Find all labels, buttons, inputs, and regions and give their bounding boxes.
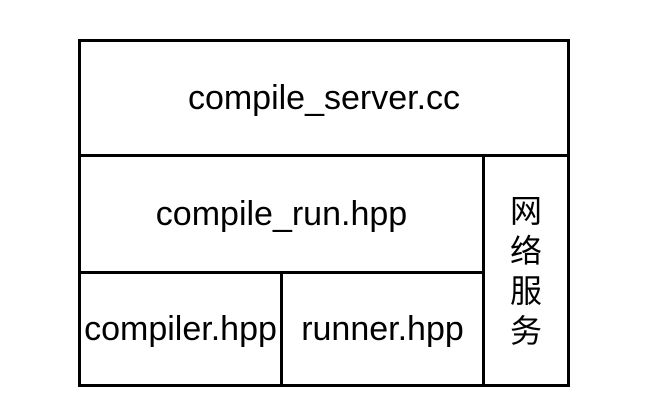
diagram-left-stack: compile_run.hpp compiler.hpp runner.hpp [81,157,482,384]
diagram-bottom-row: compiler.hpp runner.hpp [81,274,482,384]
box-compiler-label: compiler.hpp [84,309,277,348]
box-network-service-label: 网络服务 [510,192,543,349]
diagram-lower-section: compile_run.hpp compiler.hpp runner.hpp … [81,157,567,384]
architecture-diagram: compile_server.cc compile_run.hpp compil… [78,39,570,387]
box-compile-server: compile_server.cc [81,42,567,157]
box-runner: runner.hpp [283,274,482,384]
box-network-service: 网络服务 [482,157,567,384]
box-runner-label: runner.hpp [301,309,464,348]
box-compile-server-label: compile_server.cc [187,78,461,117]
box-compile-run: compile_run.hpp [81,157,482,274]
box-compile-run-label: compile_run.hpp [155,194,408,233]
box-compiler: compiler.hpp [81,274,283,384]
